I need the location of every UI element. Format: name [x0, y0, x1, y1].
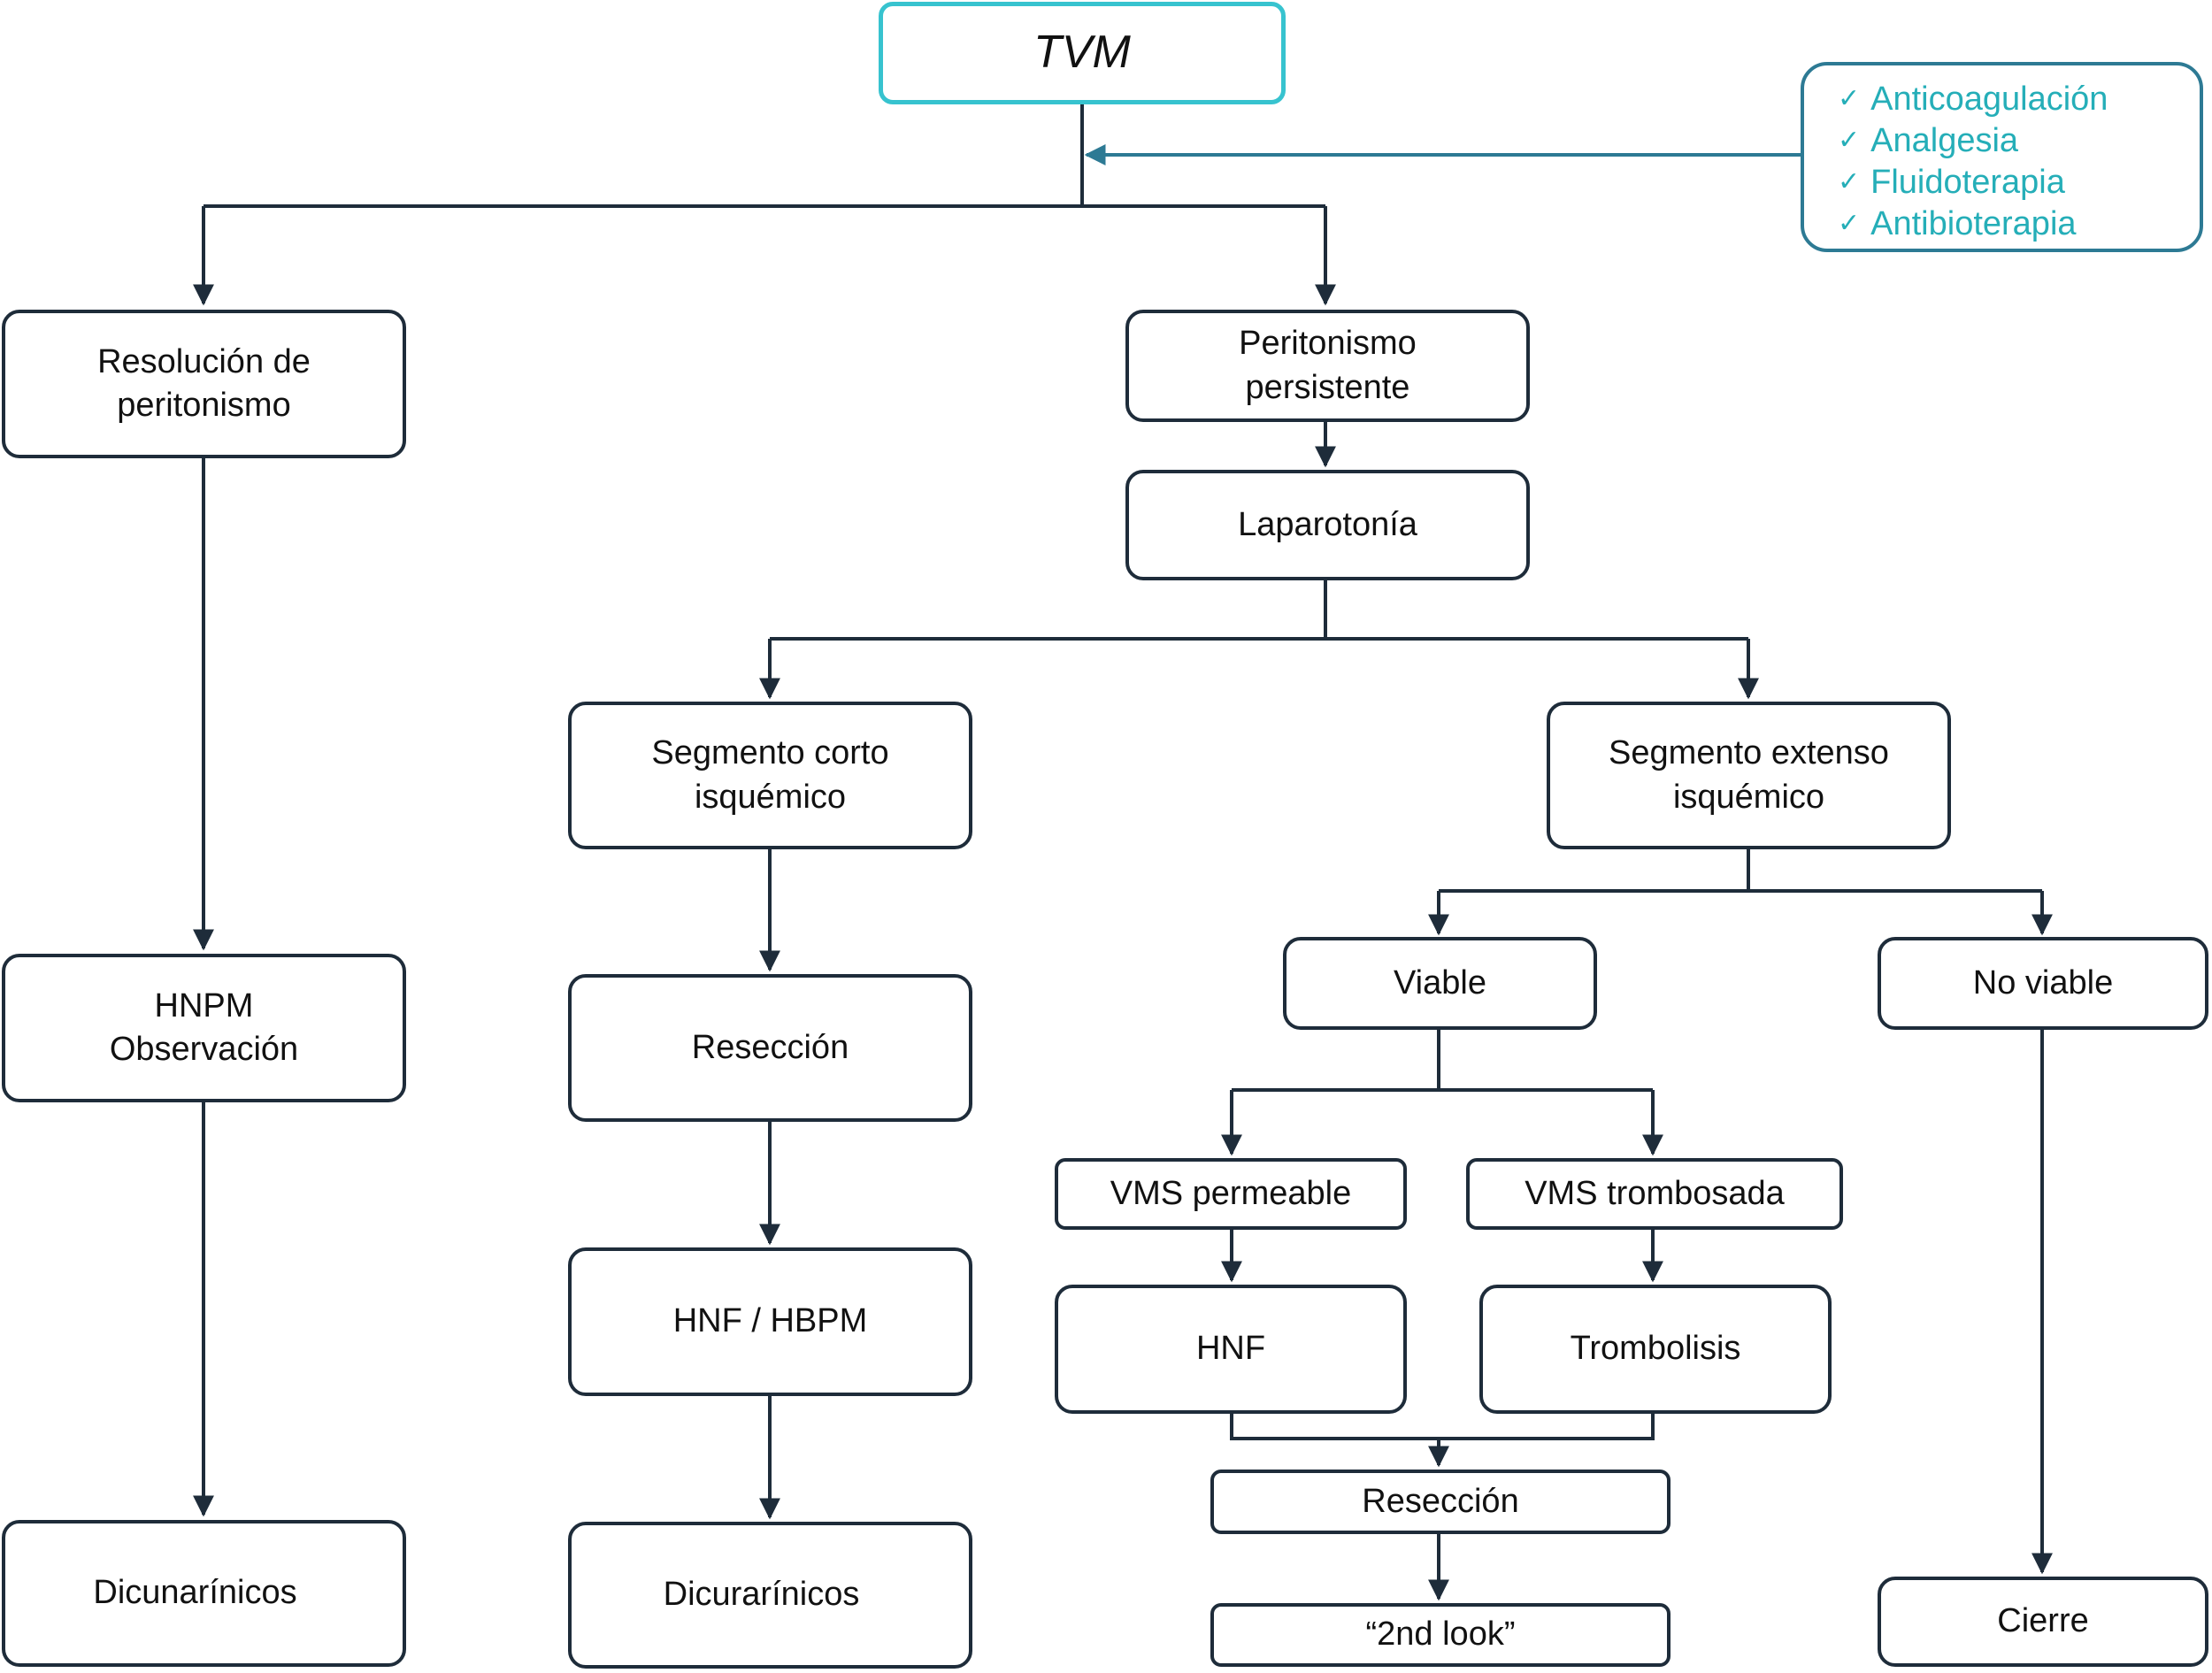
root-node: TVM — [879, 2, 1286, 104]
short-heparin-label: HNF / HBPM — [672, 1302, 868, 1340]
thrombolysis-node: Trombolisis — [1479, 1285, 1832, 1414]
check-icon: ✓ — [1838, 167, 1861, 196]
second-look-node: “2nd look” — [1210, 1603, 1671, 1667]
extensive-segment-node: Segmento extenso isquémico — [1547, 702, 1951, 849]
not-viable-node: No viable — [1878, 937, 2208, 1030]
supportive-care-item: ✓Analgesia — [1838, 122, 2019, 159]
laparotomy-node: Laparotonía — [1125, 470, 1530, 580]
extensive-segment-label: Segmento extenso isquémico — [1609, 734, 1889, 816]
supportive-care-item: ✓Anticoagulación — [1838, 81, 2108, 118]
not-viable-label: No viable — [1972, 963, 2114, 1001]
closure-label: Cierre — [1997, 1602, 2089, 1640]
resolution-node: Resolución de peritonismo — [2, 310, 406, 458]
supportive-care-item: ✓Antibioterapia — [1838, 205, 2077, 242]
root-label: TVM — [1033, 27, 1131, 79]
supportive-care-box: ✓Anticoagulación ✓Analgesia ✓Fluidoterap… — [1801, 62, 2203, 252]
hnf-node: HNF — [1055, 1285, 1407, 1414]
viable-resection-node: Resección — [1210, 1470, 1671, 1534]
vms-patent-node: VMS permeable — [1055, 1158, 1407, 1230]
short-heparin-node: HNF / HBPM — [568, 1247, 972, 1396]
viable-label: Viable — [1394, 963, 1486, 1001]
short-segment-label: Segmento corto isquémico — [651, 734, 889, 816]
vms-thrombosed-label: VMS trombosada — [1525, 1174, 1785, 1212]
supportive-care-list: ✓Anticoagulación ✓Analgesia ✓Fluidoterap… — [1838, 80, 2108, 246]
check-icon: ✓ — [1838, 209, 1861, 238]
observation-label: HNPM Observación — [109, 986, 299, 1068]
viable-resection-label: Resección — [1362, 1482, 1519, 1520]
vms-thrombosed-node: VMS trombosada — [1466, 1158, 1843, 1230]
supportive-care-item: ✓Fluidoterapia — [1838, 164, 2065, 201]
observation-node: HNPM Observación — [2, 954, 406, 1102]
laparotomy-label: Laparotonía — [1238, 505, 1417, 543]
left-final-node: Dicunarínicos — [2, 1520, 406, 1667]
short-segment-node: Segmento corto isquémico — [568, 702, 972, 849]
left-final-label: Dicunarínicos — [93, 1574, 297, 1612]
merge-line — [1230, 1414, 1655, 1440]
second-look-label: “2nd look” — [1365, 1615, 1516, 1654]
short-final-label: Dicurarínicos — [663, 1576, 860, 1614]
viable-node: Viable — [1283, 937, 1597, 1030]
short-resection-label: Resección — [691, 1028, 849, 1066]
check-icon: ✓ — [1838, 126, 1861, 155]
short-resection-node: Resección — [568, 974, 972, 1122]
short-final-node: Dicurarínicos — [568, 1522, 972, 1669]
thrombolysis-label: Trombolisis — [1570, 1330, 1741, 1368]
vms-patent-label: VMS permeable — [1110, 1174, 1352, 1212]
persistent-node: Peritonismo persistente — [1125, 310, 1530, 422]
check-icon: ✓ — [1838, 84, 1861, 113]
resolution-label: Resolución de peritonismo — [97, 342, 311, 424]
closure-node: Cierre — [1878, 1577, 2208, 1667]
persistent-label: Peritonismo persistente — [1239, 325, 1417, 406]
hnf-label: HNF — [1195, 1330, 1266, 1368]
